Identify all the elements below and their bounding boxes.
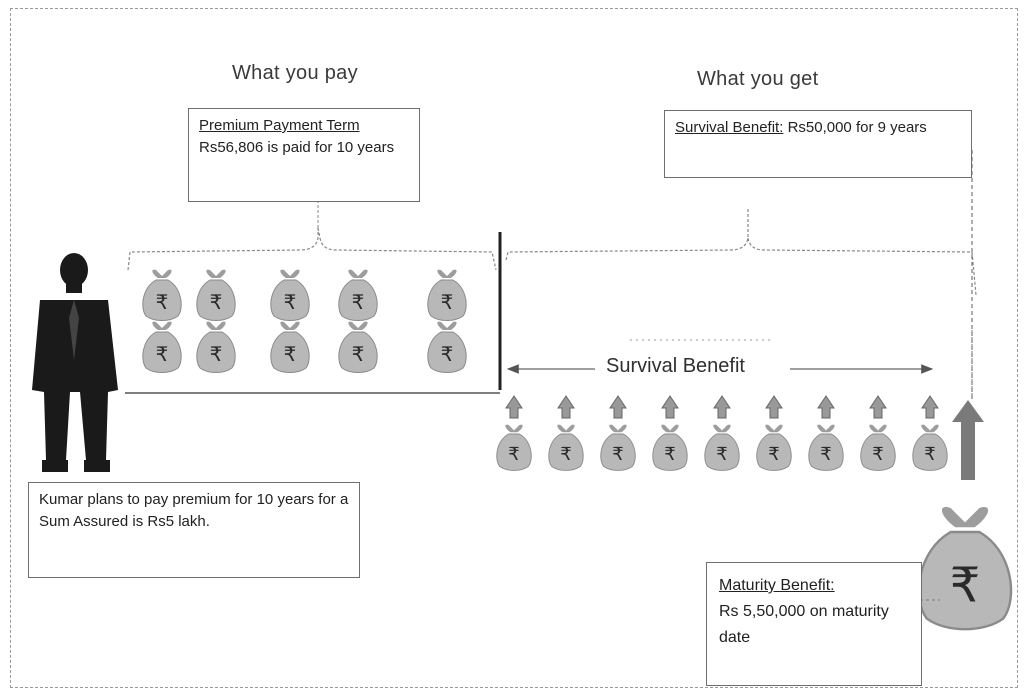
maturity-up-arrow-icon	[952, 400, 984, 480]
premium-money-bag-icon	[142, 269, 182, 321]
premium-money-bag-icon	[338, 321, 378, 373]
survival-money-bag-icon	[860, 395, 896, 471]
up-arrow-icon	[713, 395, 731, 419]
premium-money-bag-icon	[427, 269, 467, 321]
survival-money-bag-icon	[808, 395, 844, 471]
premium-brace	[127, 227, 497, 271]
premium-bags	[142, 269, 467, 373]
premium-money-bag-icon	[338, 269, 378, 321]
premium-money-bag-icon	[196, 321, 236, 373]
up-arrow-icon	[505, 395, 523, 419]
survival-money-bag-icon	[600, 395, 636, 471]
premium-money-bag-icon	[142, 321, 182, 373]
up-arrow-icon	[557, 395, 575, 419]
up-arrow-icon	[921, 395, 939, 419]
maturity-benefit-box: Maturity Benefit: Rs 5,50,000 on maturit…	[706, 562, 922, 686]
premium-money-bag-icon	[427, 321, 467, 373]
survival-money-bag-icon	[496, 395, 532, 471]
person-silhouette-icon	[32, 253, 118, 472]
outer-frame	[10, 8, 1018, 688]
premium-payment-box: Premium Payment Term Rs56,806 is paid fo…	[188, 108, 420, 202]
premium-money-bag-icon	[270, 321, 310, 373]
survival-benefit-label: Survival Benefit	[600, 355, 751, 378]
survival-money-bag-icon	[548, 395, 584, 471]
premium-box-text: Rs56,806 is paid for 10 years	[199, 139, 395, 156]
up-arrow-icon	[869, 395, 887, 419]
up-arrow-icon	[817, 395, 835, 419]
premium-money-bag-icon	[270, 269, 310, 321]
maturity-money-bag-icon	[917, 505, 1013, 631]
premium-box-title: Premium Payment Term	[199, 117, 360, 134]
premium-money-bag-icon	[196, 269, 236, 321]
survival-box-text: Rs50,000 for 9 years	[787, 119, 927, 136]
what-you-pay-heading: What you pay	[232, 62, 358, 84]
survival-brace	[505, 208, 977, 296]
survival-money-bag-icon	[756, 395, 792, 471]
survival-money-bag-icon	[912, 395, 948, 471]
survival-money-bag-icon	[704, 395, 740, 471]
maturity-box-text: Rs 5,50,000 on maturity date	[719, 603, 889, 646]
kumar-box-text: Kumar plans to pay premium for 10 years …	[39, 491, 349, 530]
survival-box-title: Survival Benefit:	[675, 119, 784, 136]
what-you-get-heading: What you get	[697, 68, 819, 90]
survival-bags	[496, 395, 948, 471]
kumar-plan-box: Kumar plans to pay premium for 10 years …	[28, 482, 360, 578]
up-arrow-icon	[609, 395, 627, 419]
survival-money-bag-icon	[652, 395, 688, 471]
survival-benefit-box: Survival Benefit: Rs50,000 for 9 years	[664, 110, 972, 178]
up-arrow-icon	[765, 395, 783, 419]
maturity-box-title: Maturity Benefit:	[719, 577, 835, 594]
up-arrow-icon	[661, 395, 679, 419]
